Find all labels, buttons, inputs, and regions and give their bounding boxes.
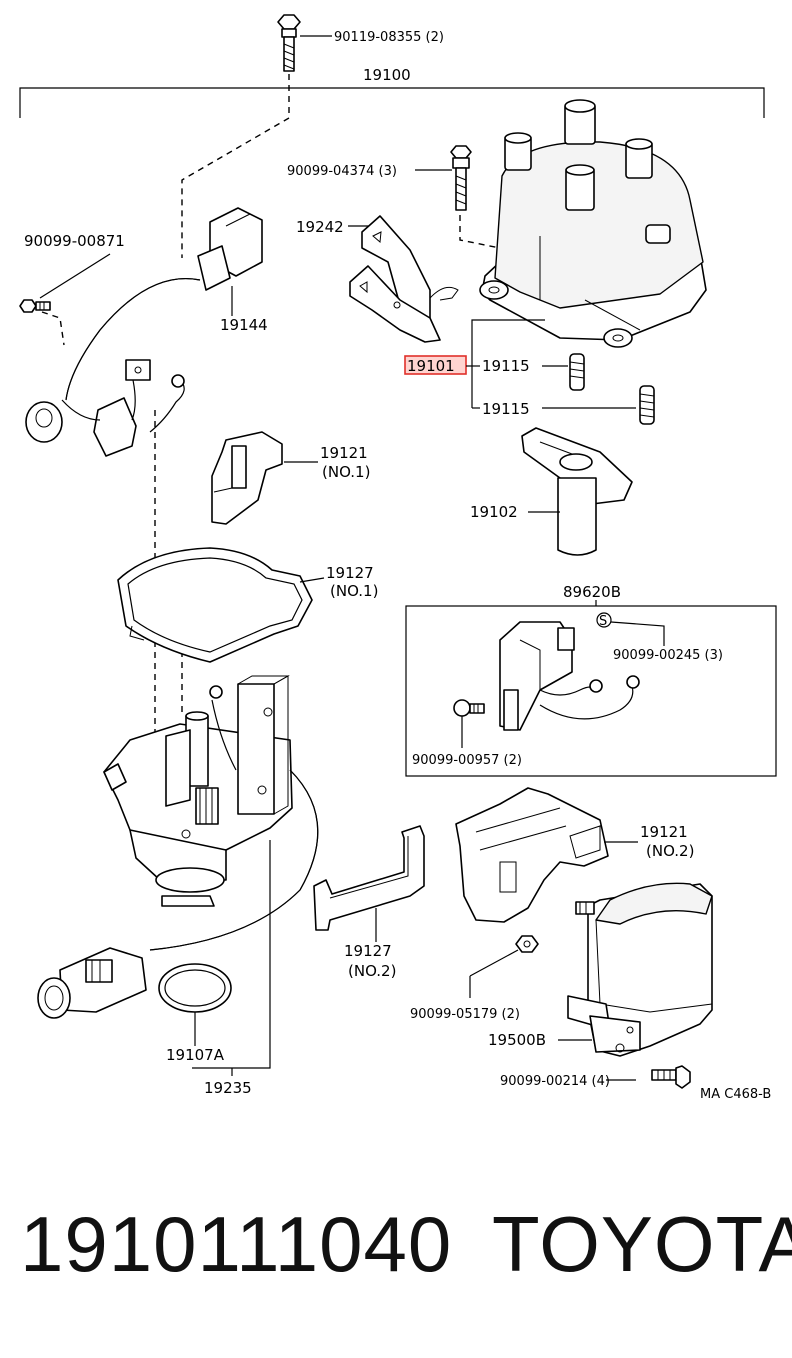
label-ref: MA C468-B	[700, 1087, 771, 1102]
dashed-guide-4	[41, 311, 65, 346]
gasket-2-icon	[313, 825, 425, 931]
label-assembly: 19100	[363, 66, 411, 84]
gasket-1-icon	[117, 547, 313, 663]
label-spring-1: 19115	[482, 357, 530, 375]
label-gasket-2-code: 19127	[344, 942, 392, 960]
harness-icon	[25, 207, 263, 457]
brand-name: TOYOTA	[492, 1200, 792, 1288]
nut-icon	[515, 935, 539, 953]
dashed-guide-5	[459, 215, 501, 249]
cover-1-icon	[211, 431, 283, 525]
label-bolt-top: 90119-08355 (2)	[334, 30, 444, 45]
label-oring: 19107A	[166, 1046, 225, 1064]
label-sensor-box: 89620B	[563, 583, 621, 601]
cover-2-icon	[455, 787, 609, 923]
sensor-box-frame	[405, 605, 777, 777]
label-harness: 19144	[220, 316, 268, 334]
assembly-bracket	[19, 87, 765, 118]
screw-bottom-icon	[651, 1065, 691, 1089]
label-housing: 19235	[204, 1079, 252, 1097]
screw-box-l-icon	[453, 699, 485, 717]
bracket-19101	[471, 319, 545, 408]
label-gasket-1-sub: (NO.1)	[330, 582, 378, 600]
highlight-box	[404, 355, 467, 375]
label-screw-bottom: 90099-00214 (4)	[500, 1074, 610, 1089]
label-nut: 90099-05179 (2)	[410, 1007, 520, 1022]
label-cover-1-sub: (NO.1)	[322, 463, 370, 481]
label-plate: 19242	[296, 218, 344, 236]
distributor-housing-icon	[103, 675, 293, 907]
connector-icon	[37, 947, 147, 1019]
distributor-cap-icon	[479, 99, 707, 348]
label-rotor: 19102	[470, 503, 518, 521]
label-gasket-2-sub: (NO.2)	[348, 962, 396, 980]
dashed-guide-1	[181, 74, 290, 258]
plate-icon	[349, 215, 459, 343]
spring-2-icon	[639, 385, 655, 425]
label-cover-2-sub: (NO.2)	[646, 842, 694, 860]
rotor-icon	[521, 427, 633, 556]
label-clamp: 90099-00871	[24, 232, 125, 250]
label-screw-box-l: 90099-00957 (2)	[412, 753, 522, 768]
sensor-assembly-icon	[499, 621, 640, 731]
s-mark-icon	[596, 612, 612, 628]
label-spring-2: 19115	[482, 400, 530, 418]
bolt-top-icon	[277, 14, 301, 72]
bracket-housing	[192, 840, 271, 1069]
label-screw-box-s: 90099-00245 (3)	[613, 648, 723, 663]
screw-cap-icon	[450, 145, 472, 211]
label-gasket-1-code: 19127	[326, 564, 374, 582]
label-cover-2-code: 19121	[640, 823, 688, 841]
label-s-mark: S	[599, 614, 607, 629]
label-screw-cap: 90099-04374 (3)	[287, 164, 397, 179]
ignition-coil-icon	[567, 882, 713, 1057]
part-number: 1910111040	[20, 1200, 453, 1288]
label-highlighted-part: 19101	[407, 357, 455, 375]
spring-1-icon	[569, 353, 585, 391]
label-coil: 19500B	[488, 1031, 546, 1049]
label-cover-1-code: 19121	[320, 444, 368, 462]
clamp-screw-icon	[19, 299, 51, 313]
